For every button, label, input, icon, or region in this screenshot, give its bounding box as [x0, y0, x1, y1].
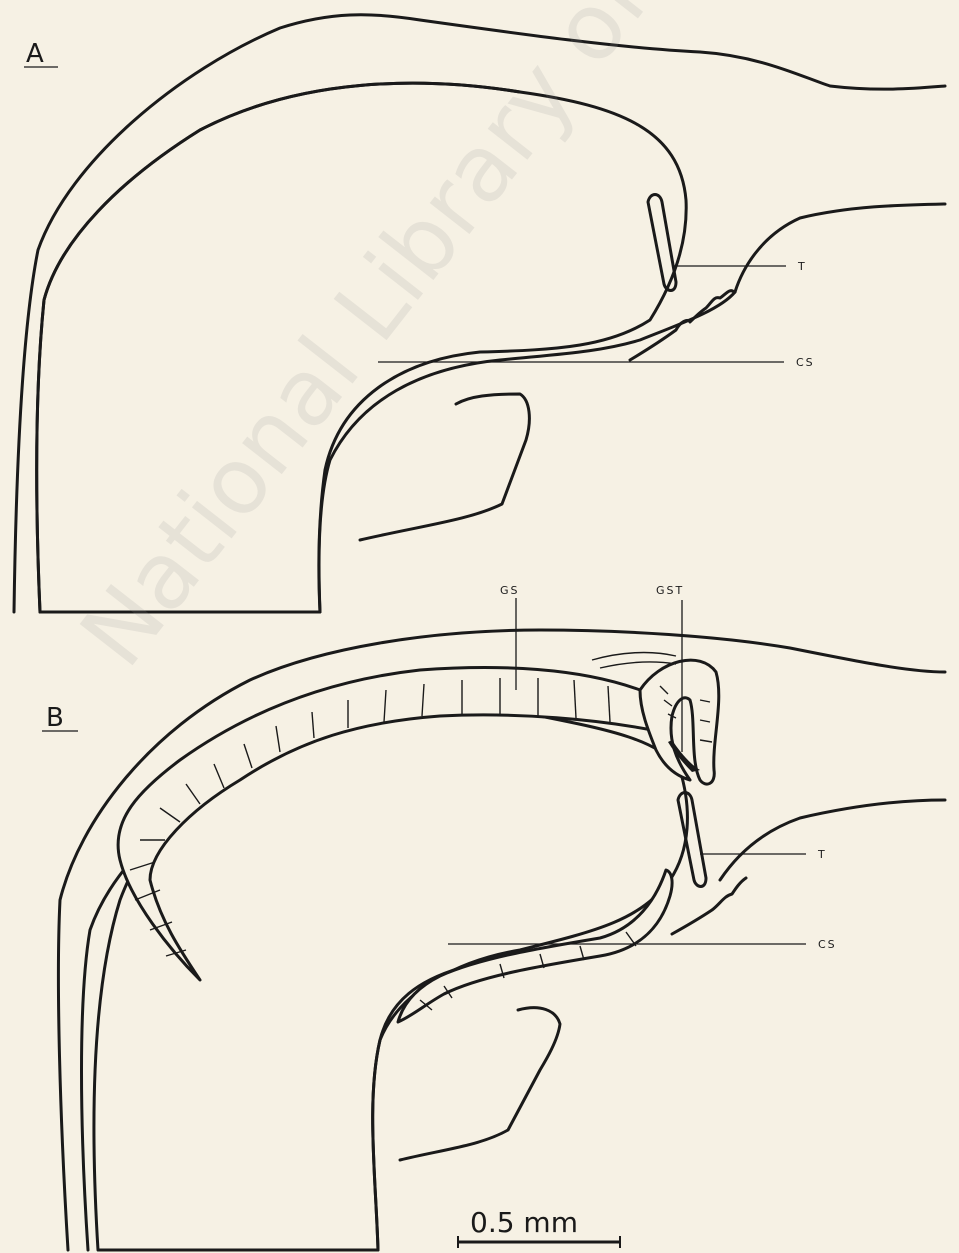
scale-bar-label: 0.5 mm: [470, 1206, 578, 1239]
panel-a-label: A: [26, 39, 44, 69]
panel-b-right-tissue: [720, 800, 945, 880]
panel-b: B: [42, 584, 945, 1250]
panel-b-label: B: [46, 703, 64, 733]
panel-b-gs-label: GS: [500, 584, 520, 597]
panel-a-t-label: T: [797, 260, 807, 273]
panel-a-lower-lobe: [319, 292, 735, 612]
panel-b-cs-label: CS: [818, 938, 837, 951]
scale-bar: 0.5 mm: [458, 1206, 620, 1248]
panel-b-t-label: T: [817, 848, 827, 861]
panel-b-gst-label: GST: [656, 584, 684, 597]
panel-a: A T CS: [14, 15, 945, 612]
panel-a-inner-contour: [37, 83, 520, 612]
panel-a-stippled-mass: [37, 83, 686, 612]
panel-a-notch: [360, 394, 529, 540]
panel-a-cs-label: CS: [796, 356, 815, 369]
panel-a-crypt: [630, 291, 734, 360]
panel-b-notch: [400, 1008, 560, 1160]
panel-b-gs-band: [118, 667, 659, 980]
panel-b-outer-contour: [58, 630, 945, 1250]
panel-b-tooth: [678, 793, 706, 887]
panel-a-outer-contour: [14, 15, 945, 612]
panel-b-crypt: [672, 878, 746, 934]
panel-a-right-tissue: [735, 204, 945, 292]
